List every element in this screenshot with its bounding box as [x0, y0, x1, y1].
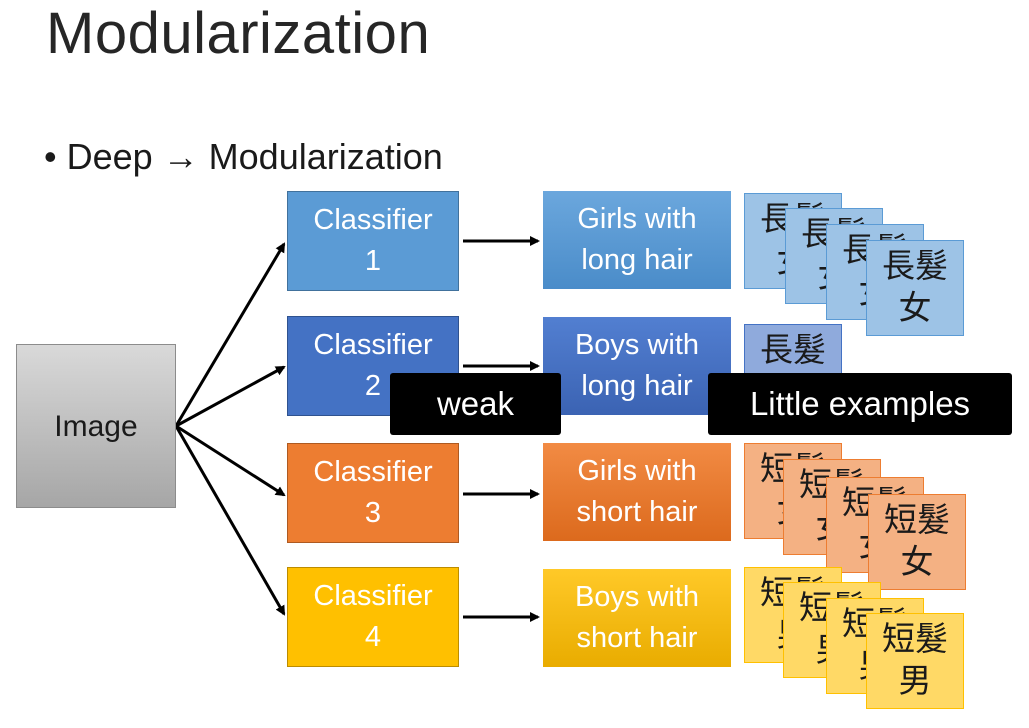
- image-input-box: Image: [16, 344, 176, 508]
- little-examples-label: Little examples: [708, 373, 1012, 435]
- category-boys-long-hair: Boys with long hair: [543, 317, 731, 415]
- category-girls-short-hair: Girls with short hair: [543, 443, 731, 541]
- bullet-text: Deep → Modularization: [66, 136, 443, 177]
- arrow-image-to-classifier-3: [175, 424, 286, 497]
- slide-title: Modularization: [46, 1, 431, 66]
- arrow-image-to-classifier-2: [175, 365, 286, 428]
- classifier-4-box: Classifier 4: [287, 567, 459, 667]
- weak-label: weak: [390, 373, 561, 435]
- classifier-3-box: Classifier 3: [287, 443, 459, 543]
- bullet-point: •Deep → Modularization: [44, 136, 443, 178]
- category-boys-short-hair: Boys with short hair: [543, 569, 731, 667]
- category-girls-long-hair: Girls with long hair: [543, 191, 731, 289]
- example-card-short-hair-girl: 短髮 女: [868, 494, 966, 590]
- arrow-image-to-classifier-1: [174, 242, 286, 427]
- arrow-image-to-classifier-4: [174, 425, 286, 616]
- example-card-short-hair-boy: 短髮 男: [866, 613, 964, 709]
- bullet-mark: •: [44, 136, 57, 177]
- example-card-long-hair-girl: 長髮 女: [866, 240, 964, 336]
- classifier-2-box: Classifier 2: [287, 316, 459, 416]
- classifier-1-box: Classifier 1: [287, 191, 459, 291]
